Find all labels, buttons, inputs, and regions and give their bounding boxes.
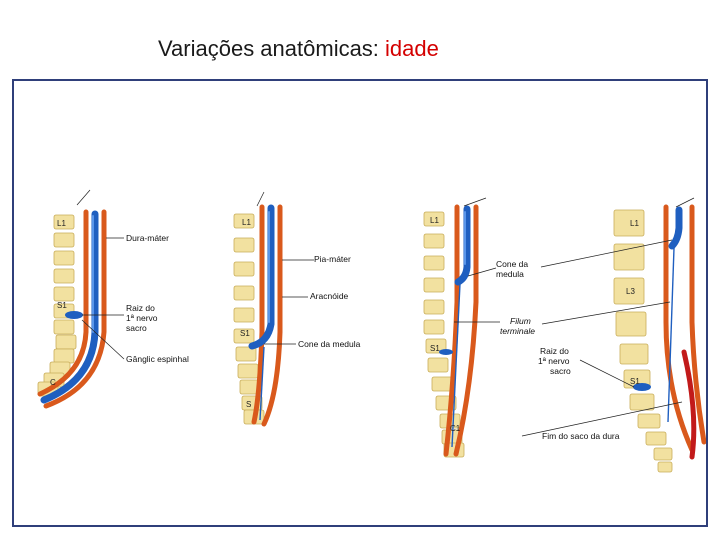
p4-vert-label-L1: L1 <box>630 219 639 228</box>
panel-4: L1 L3 S1 Raiz do 1ª nervo sacro Fim do s… <box>521 197 706 473</box>
p4-vert-label-S1: S1 <box>630 377 640 386</box>
p2-label-conus: Cone da medula <box>298 339 361 349</box>
panel-2-dura <box>251 204 265 425</box>
panel-3-dura <box>443 204 460 457</box>
panel-4-dura-outer <box>689 204 706 445</box>
panel-4-spinal-cord <box>668 206 683 250</box>
p3-vert-label-S1: S1 <box>430 344 440 353</box>
p3-label-filum-1: Filum <box>510 316 531 326</box>
panel-3-dura-outer <box>453 204 479 457</box>
title-prefix: Variações anatômicas: <box>158 36 386 61</box>
p1-label-root-2: 1ª nervo <box>126 313 158 323</box>
panel-3-spinal-cord <box>454 205 471 286</box>
p2-label-pia-mater: Pia-máter <box>314 254 351 264</box>
panel-1: L1 S1 C Dura-máter Raiz do 1ª nervo sacr… <box>37 189 189 409</box>
p1-label-root-3: sacro <box>126 323 147 333</box>
p2-vert-label-S: S <box>246 400 251 409</box>
p1-label-dura-mater: Dura-máter <box>126 233 169 243</box>
p2-vert-label-S1: S1 <box>240 329 250 338</box>
p4-label-root-2: 1ª nervo <box>538 356 570 366</box>
slide-title: Variações anatômicas: idade <box>158 36 439 62</box>
panel-4-dural-sac-end <box>681 349 697 460</box>
p1-label-ganglion: Gânglic espinhal <box>126 354 189 364</box>
panel-2: L1 S1 S Pia-máter Aracnóide Cone da medu… <box>233 191 361 427</box>
p3-vert-label-L1: L1 <box>430 216 439 225</box>
spine-age-diagram: L1 S1 C Dura-máter Raiz do 1ª nervo sacr… <box>37 189 706 473</box>
p4-vert-label-L3: L3 <box>626 287 635 296</box>
panel-1-dura <box>37 209 89 397</box>
panel-4-ganglion <box>633 383 651 391</box>
panel-4-dura <box>663 204 695 453</box>
p4-label-root-3: sacro <box>550 366 571 376</box>
panel-1-dura-outer <box>43 209 107 409</box>
p4-label-root-1: Raiz do <box>540 346 569 356</box>
panel-3: L1 S1 C1 Cone da medula Filum terminale <box>423 197 535 458</box>
panel-2-spinal-cord <box>248 204 275 350</box>
p1-label-root-1: Raiz do <box>126 303 155 313</box>
p1-vert-label-S1: S1 <box>57 301 67 310</box>
p4-label-dural-sac-end: Fim do saco da dura <box>542 431 620 441</box>
panel-1-spinal-cord <box>40 210 99 404</box>
figure-frame: L1 S1 C Dura-máter Raiz do 1ª nervo sacr… <box>12 79 708 527</box>
panel-1-ganglion <box>65 311 83 319</box>
panel-2-dura-outer <box>261 204 283 427</box>
p3-vert-label-C1: C1 <box>450 424 461 433</box>
panel-4-vertebrae <box>613 209 673 473</box>
p3-label-conus-2: medula <box>496 269 524 279</box>
p2-vert-label-L1: L1 <box>242 218 251 227</box>
p2-label-arachnoid: Aracnóide <box>310 291 349 301</box>
p1-vert-label-L1: L1 <box>57 219 66 228</box>
title-accent: idade <box>385 36 439 61</box>
p3-label-filum-2: terminale <box>500 326 535 336</box>
p3-label-conus-1: Cone da <box>496 259 528 269</box>
p1-vert-label-C: C <box>50 378 56 387</box>
